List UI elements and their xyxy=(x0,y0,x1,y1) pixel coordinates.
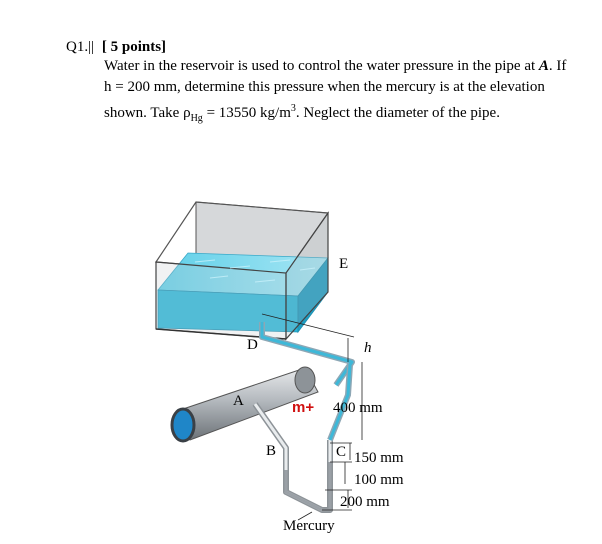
manometer-u-tube xyxy=(252,364,353,513)
pipe-A xyxy=(170,366,319,443)
question-line2: h = 200 mm, determine this pressure when… xyxy=(104,79,545,95)
reservoir-tank xyxy=(154,201,330,341)
question-number: Q1. xyxy=(66,39,89,55)
question-header: Q1.|| [ 5 points] xyxy=(66,38,581,56)
label-mercury: Mercury xyxy=(283,518,335,534)
dimension-100: 100 mm xyxy=(354,472,404,488)
question-block: Q1.|| [ 5 points] Water in the reservoir… xyxy=(66,38,581,129)
mercury-column xyxy=(284,462,332,512)
connecting-tube xyxy=(259,322,355,387)
label-D: D xyxy=(247,337,258,353)
label-E: E xyxy=(339,256,348,272)
question-line1: Water in the reservoir is used to contro… xyxy=(104,58,567,74)
question-line3: shown. Take ρHg = 13550 kg/m3. Neglect t… xyxy=(104,103,500,124)
dimension-lines xyxy=(261,313,363,521)
question-text: Water in the reservoir is used to contro… xyxy=(104,56,581,129)
label-A: A xyxy=(233,393,244,409)
points-label: [ 5 points] xyxy=(101,39,167,55)
dimension-200: 200 mm xyxy=(340,494,390,510)
label-B: B xyxy=(266,443,276,459)
text-cursor: || xyxy=(88,39,95,55)
label-h: h xyxy=(364,340,372,356)
pipe-open-end xyxy=(170,407,196,443)
dimension-400: 400 mm xyxy=(333,400,383,416)
dimension-150: 150 mm xyxy=(354,450,404,466)
red-annotation: m+ xyxy=(292,399,314,416)
label-C: C xyxy=(336,444,346,460)
